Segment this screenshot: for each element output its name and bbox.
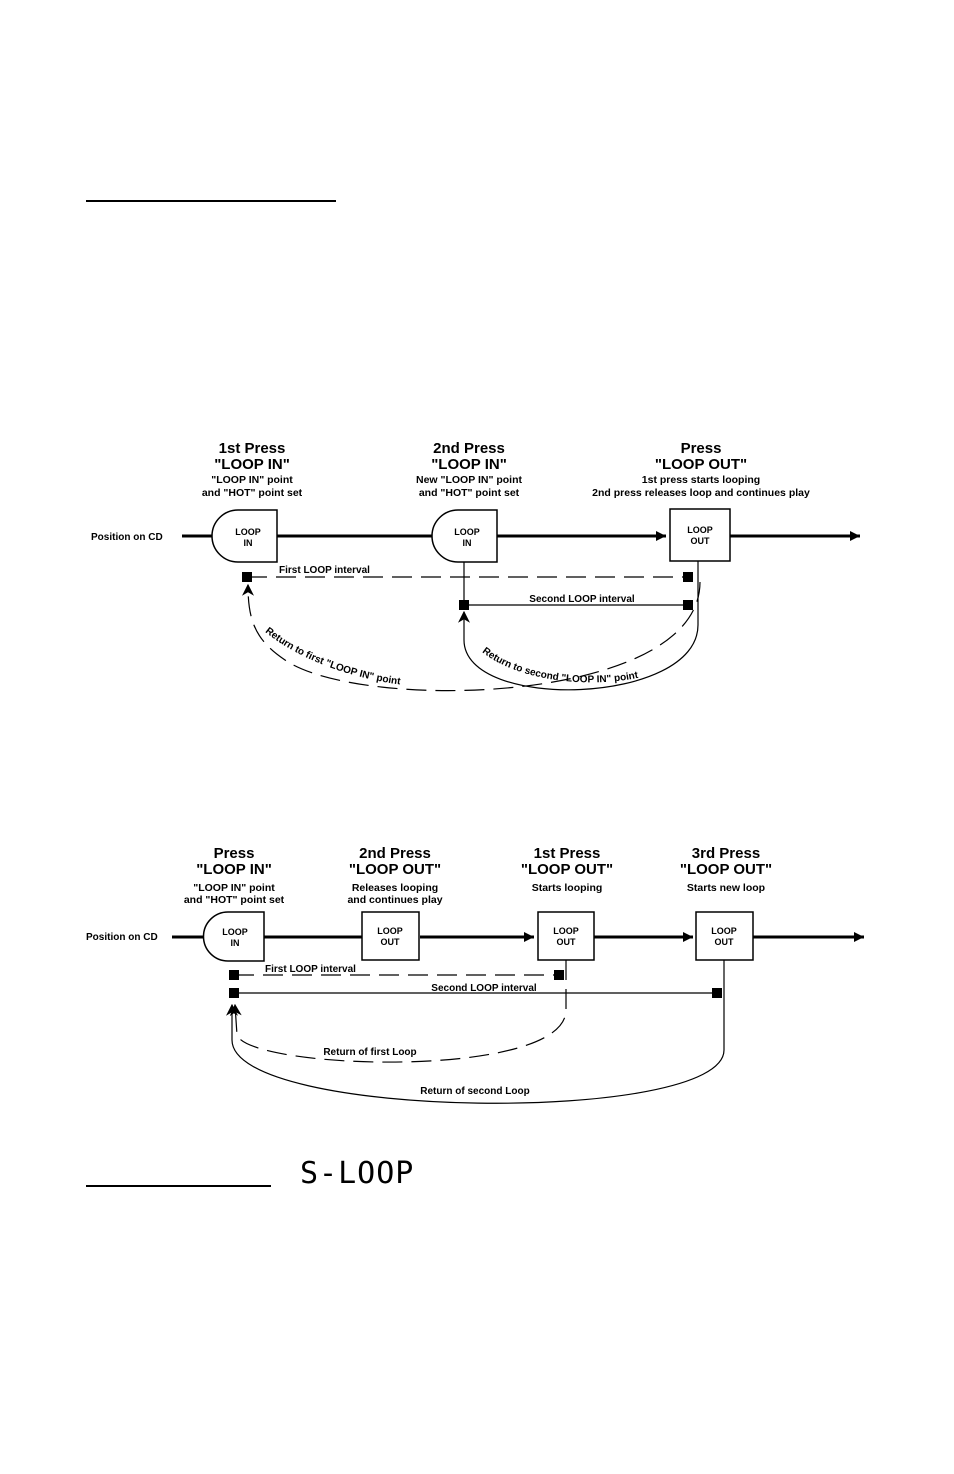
d1-step3-subtitle: "LOOP OUT" [655, 456, 747, 473]
d1-step2-title: 2nd Press [433, 440, 505, 457]
d2-second-interval-end-marker [712, 988, 722, 998]
d2-step2-desc2: and continues play [347, 894, 442, 906]
d2-return-first-label: Return of first Loop [323, 1047, 416, 1058]
d2-return-first-curve [229, 960, 567, 1063]
d1-return-second-label: Return to second "LOOP IN" point [480, 646, 640, 686]
d2-step2-subtitle: "LOOP OUT" [349, 861, 441, 878]
d1-first-interval-end-marker [683, 572, 693, 582]
d2-btn4-line2: OUT [715, 937, 735, 947]
d2-first-interval-label: First LOOP interval [265, 964, 356, 975]
d1-label-mask [276, 563, 396, 574]
d2-label-mask [262, 962, 378, 973]
d2-return-second-curve [226, 960, 725, 1104]
d1-step2-subtitle: "LOOP IN" [431, 456, 507, 473]
d2-loop-out-button-1: LOOP OUT [361, 911, 420, 961]
d2-btn1-line1: LOOP [222, 927, 248, 937]
d1-loop-in-button-1: LOOP IN [211, 509, 278, 563]
d1-step1-desc1: "LOOP IN" point [211, 474, 293, 486]
d2-first-interval-start-marker [229, 970, 239, 980]
d1-step3-desc2: 2nd press releases loop and continues pl… [592, 487, 810, 499]
d1-first-interval-label: First LOOP interval [279, 565, 370, 576]
d2-btn3-line1: LOOP [553, 926, 579, 936]
d2-second-interval-label: Second LOOP interval [431, 983, 537, 994]
d2-loop-out-button-3: LOOP OUT [695, 911, 754, 961]
d2-return-second-label: Return of second Loop [420, 1086, 529, 1097]
d1-step1-subtitle: "LOOP IN" [214, 456, 290, 473]
d2-btn4-line1: LOOP [711, 926, 737, 936]
d2-step3-subtitle: "LOOP OUT" [521, 861, 613, 878]
d2-step4-title: 3rd Press [692, 845, 760, 862]
d2-step1-title: Press [214, 845, 255, 862]
d1-step3-title: Press [681, 440, 722, 457]
d1-first-interval-start-marker [242, 572, 252, 582]
d1-second-interval-start-marker [459, 600, 469, 610]
d1-step3-desc1: 1st press starts looping [642, 474, 760, 486]
d1-btn3-line2: OUT [691, 536, 711, 546]
section-rule-top [86, 200, 336, 202]
d1-return-first-curve [242, 581, 701, 692]
d1-btn1-line2: IN [244, 538, 253, 548]
d2-loop-in-button: LOOP IN [202, 911, 265, 962]
d2-step4-desc1: Starts new loop [687, 882, 765, 894]
d1-position-label: Position on CD [91, 532, 163, 543]
d1-return-second-curve [458, 561, 699, 691]
d1-btn1-line1: LOOP [235, 527, 261, 537]
d2-step2-title: 2nd Press [359, 845, 431, 862]
diagram-2: Press "LOOP IN" "LOOP IN" point and "HOT… [86, 845, 864, 1104]
d2-step1-subtitle: "LOOP IN" [196, 861, 272, 878]
d2-btn2-line1: LOOP [377, 926, 403, 936]
d2-btn1-line2: IN [231, 938, 240, 948]
d2-second-interval-start-marker [229, 988, 239, 998]
d2-first-interval-end-marker [554, 970, 564, 980]
d2-btn3-line2: OUT [557, 937, 577, 947]
d1-second-interval-label: Second LOOP interval [529, 594, 635, 605]
d2-step1-desc1: "LOOP IN" point [193, 882, 275, 894]
d2-step1-desc2: and "HOT" point set [184, 894, 285, 906]
d1-loop-out-button: LOOP OUT [669, 508, 731, 562]
d2-position-label: Position on CD [86, 932, 158, 943]
d1-btn2-line2: IN [463, 538, 472, 548]
d2-loop-out-button-2: LOOP OUT [537, 911, 595, 961]
d2-step3-desc1: Starts looping [532, 882, 603, 894]
d1-btn3-line1: LOOP [687, 525, 713, 535]
d2-btn2-line2: OUT [381, 937, 401, 947]
d1-step2-desc1: New "LOOP IN" point [416, 474, 523, 486]
d1-loop-in-button-2: LOOP IN [431, 509, 498, 563]
d1-step1-desc2: and "HOT" point set [202, 487, 303, 499]
diagram-1: 1st Press "LOOP IN" "LOOP IN" point and … [91, 440, 860, 692]
d1-step2-desc2: and "HOT" point set [419, 487, 520, 499]
d1-second-interval-end-marker [683, 600, 693, 610]
section-rule-bottom [86, 1185, 271, 1187]
d1-step1-title: 1st Press [219, 440, 286, 457]
d1-btn2-line1: LOOP [454, 527, 480, 537]
lcd-display-s-loop: S-LOOP [300, 1156, 414, 1191]
d2-step4-subtitle: "LOOP OUT" [680, 861, 772, 878]
d2-step2-desc1: Releases looping [352, 882, 438, 894]
d2-step3-title: 1st Press [534, 845, 601, 862]
